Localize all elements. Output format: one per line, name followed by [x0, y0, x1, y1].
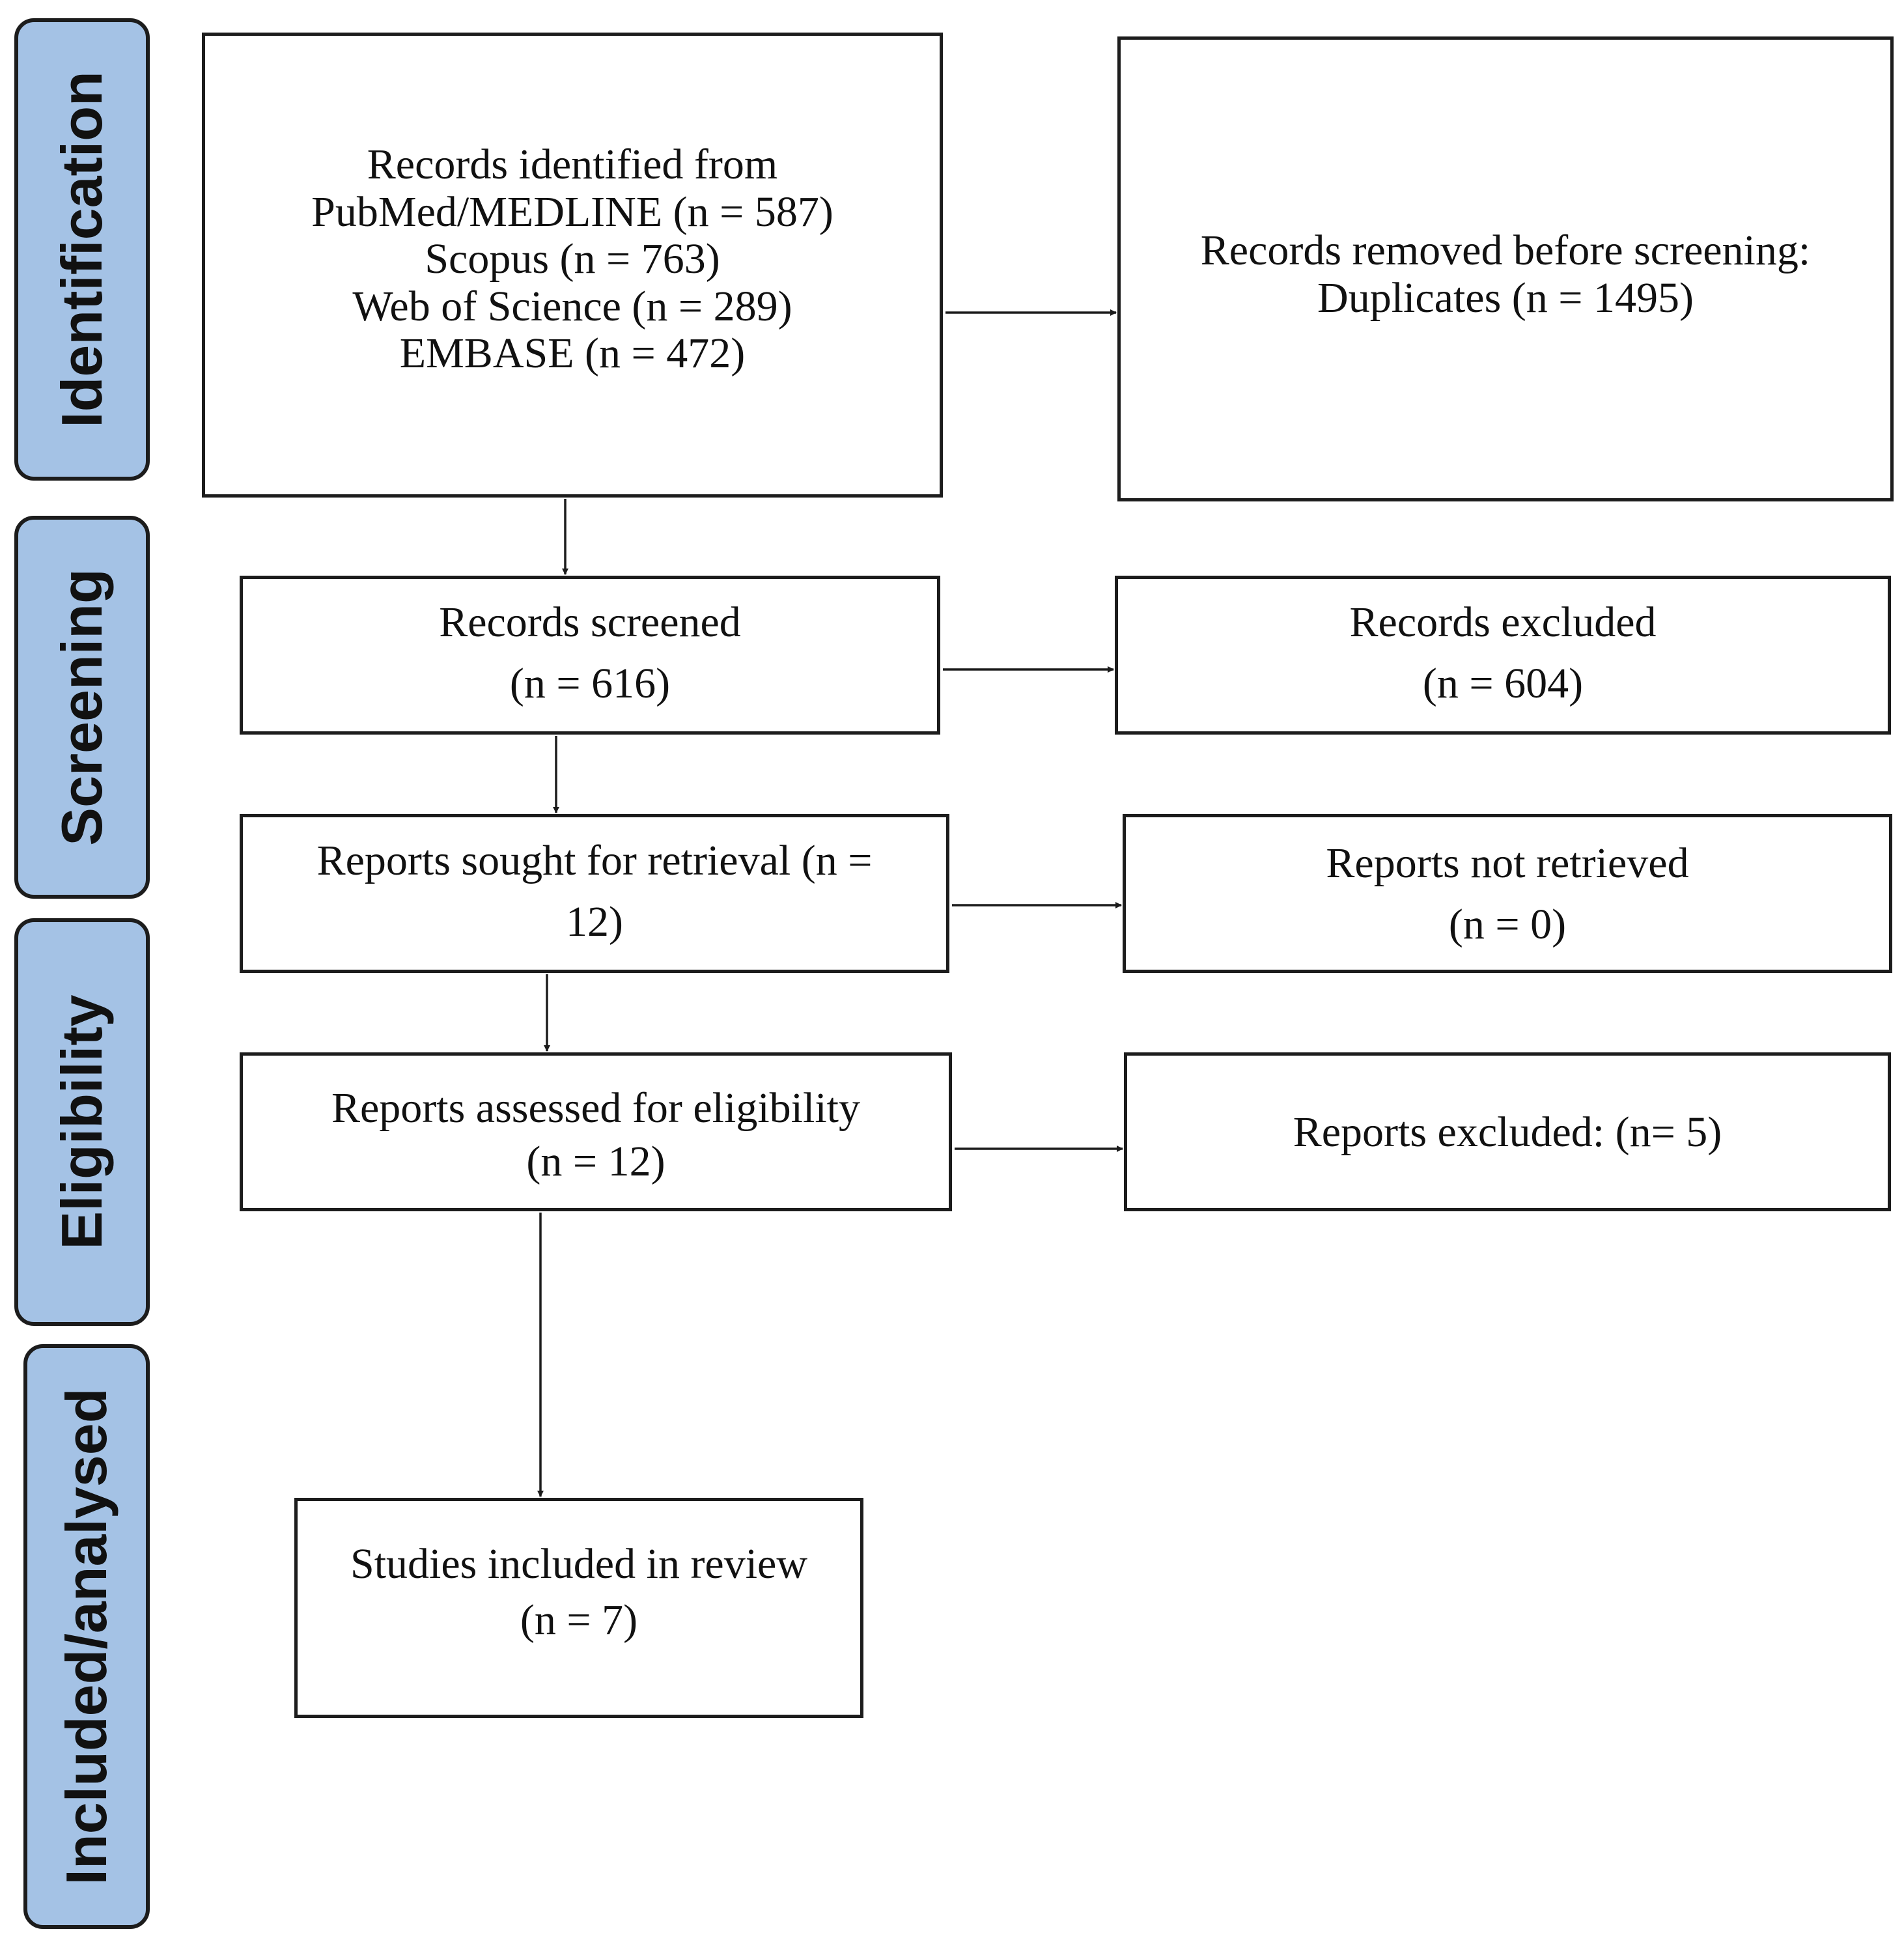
reports-not-retrieved-line-1: Reports not retrieved — [1326, 839, 1689, 887]
records-screened-line-1: Records screened — [439, 598, 741, 646]
records-excluded-box: Records excluded (n = 604) — [1115, 576, 1891, 735]
reports-sought-line-2: 12) — [566, 897, 623, 946]
reports-assessed-line-1: Reports assessed for eligibility — [331, 1084, 861, 1132]
phase-identification-label: Identification — [49, 71, 114, 428]
phase-screening-label: Screening — [49, 569, 114, 846]
records-removed-line-2: Duplicates (n = 1495) — [1317, 274, 1694, 322]
records-removed-line-1: Records removed before screening: — [1200, 227, 1811, 274]
records-identified-line-5: EMBASE (n = 472) — [399, 330, 746, 378]
records-removed-box: Records removed before screening: Duplic… — [1117, 36, 1894, 501]
phase-included: Included/analysed — [23, 1344, 150, 1929]
records-excluded-line-1: Records excluded — [1349, 598, 1657, 646]
records-identified-line-1: Records identified from — [367, 141, 778, 188]
records-screened-box: Records screened (n = 616) — [240, 576, 940, 735]
phase-included-label: Included/analysed — [54, 1388, 119, 1885]
phase-screening: Screening — [14, 516, 150, 899]
reports-assessed-box: Reports assessed for eligibility (n = 12… — [240, 1052, 952, 1211]
phase-identification: Identification — [14, 18, 150, 481]
reports-sought-line-1: Reports sought for retrieval (n = — [316, 837, 873, 884]
records-screened-line-2: (n = 616) — [509, 659, 671, 707]
reports-excluded-line-1: Reports excluded: (n= 5) — [1293, 1108, 1722, 1156]
phase-eligibility: Eligibility — [14, 918, 150, 1326]
studies-included-line-2: (n = 7) — [520, 1596, 638, 1644]
records-identified-line-3: Scopus (n = 763) — [425, 235, 720, 283]
studies-included-box: Studies included in review (n = 7) — [294, 1498, 863, 1718]
reports-sought-box: Reports sought for retrieval (n = 12) — [240, 814, 949, 973]
reports-not-retrieved-line-2: (n = 0) — [1448, 900, 1567, 948]
reports-not-retrieved-box: Reports not retrieved (n = 0) — [1123, 814, 1892, 973]
phase-eligibility-label: Eligibility — [49, 994, 114, 1250]
records-identified-box: Records identified from PubMed/MEDLINE (… — [202, 33, 943, 498]
records-identified-line-4: Web of Science (n = 289) — [352, 282, 792, 330]
records-identified-line-2: PubMed/MEDLINE (n = 587) — [311, 188, 833, 236]
records-excluded-line-2: (n = 604) — [1422, 659, 1584, 707]
reports-assessed-line-2: (n = 12) — [526, 1137, 665, 1185]
reports-excluded-box: Reports excluded: (n= 5) — [1124, 1052, 1891, 1211]
studies-included-line-1: Studies included in review — [350, 1540, 808, 1588]
